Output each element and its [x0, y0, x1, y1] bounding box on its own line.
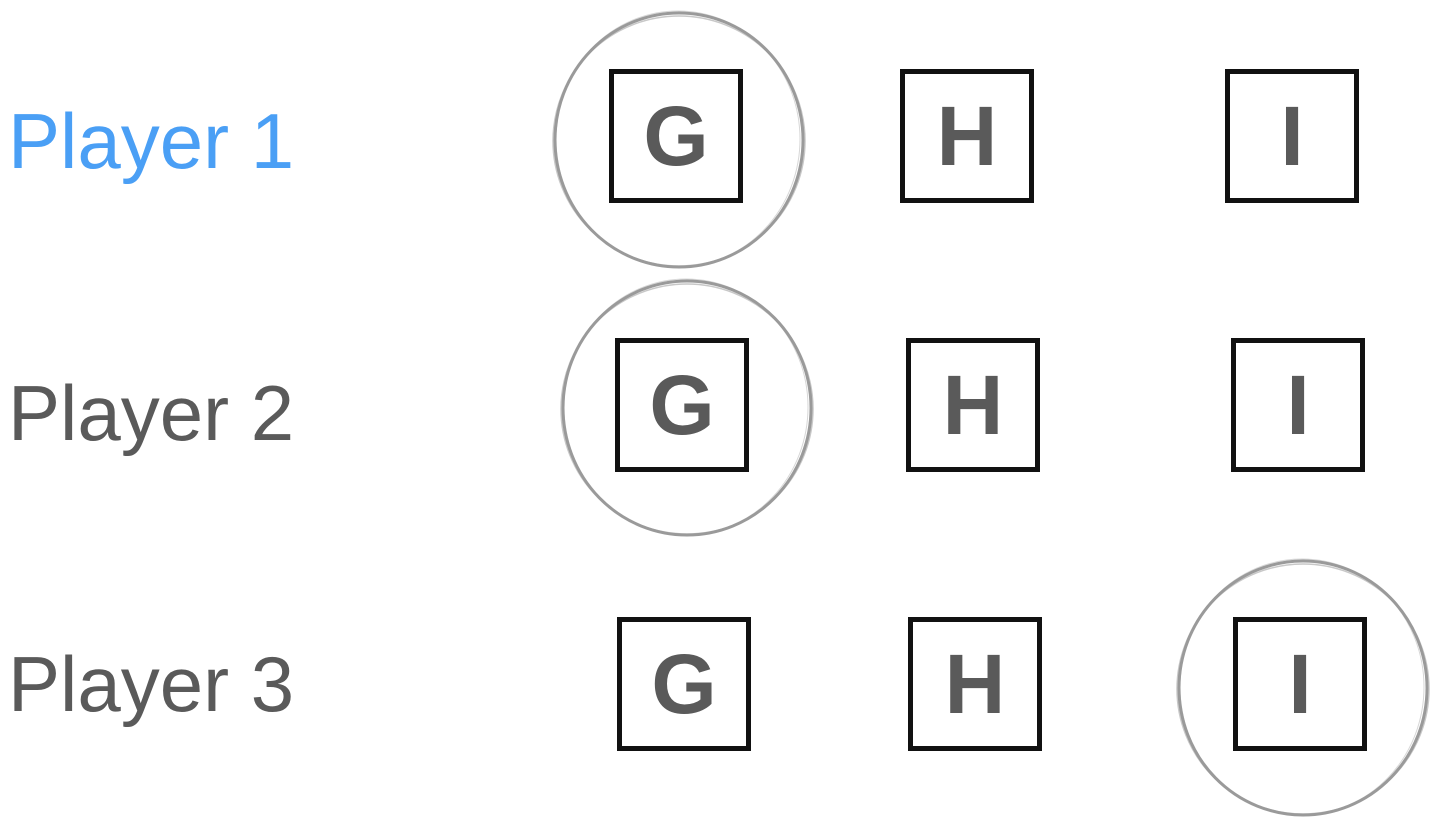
option-box-p3-i: I: [1233, 617, 1367, 751]
player-label-2: Player 2: [8, 369, 295, 457]
option-box-p3-h: H: [908, 617, 1042, 751]
option-box-p2-g: G: [615, 338, 749, 472]
option-box-p1-h: H: [900, 69, 1034, 203]
option-box-p2-h: H: [906, 338, 1040, 472]
player-label-3: Player 3: [8, 640, 295, 728]
option-box-p1-g: G: [609, 69, 743, 203]
option-box-p1-i: I: [1225, 69, 1359, 203]
player-label-1: Player 1: [8, 97, 295, 185]
option-box-p2-i: I: [1231, 338, 1365, 472]
option-box-p3-g: G: [617, 617, 751, 751]
